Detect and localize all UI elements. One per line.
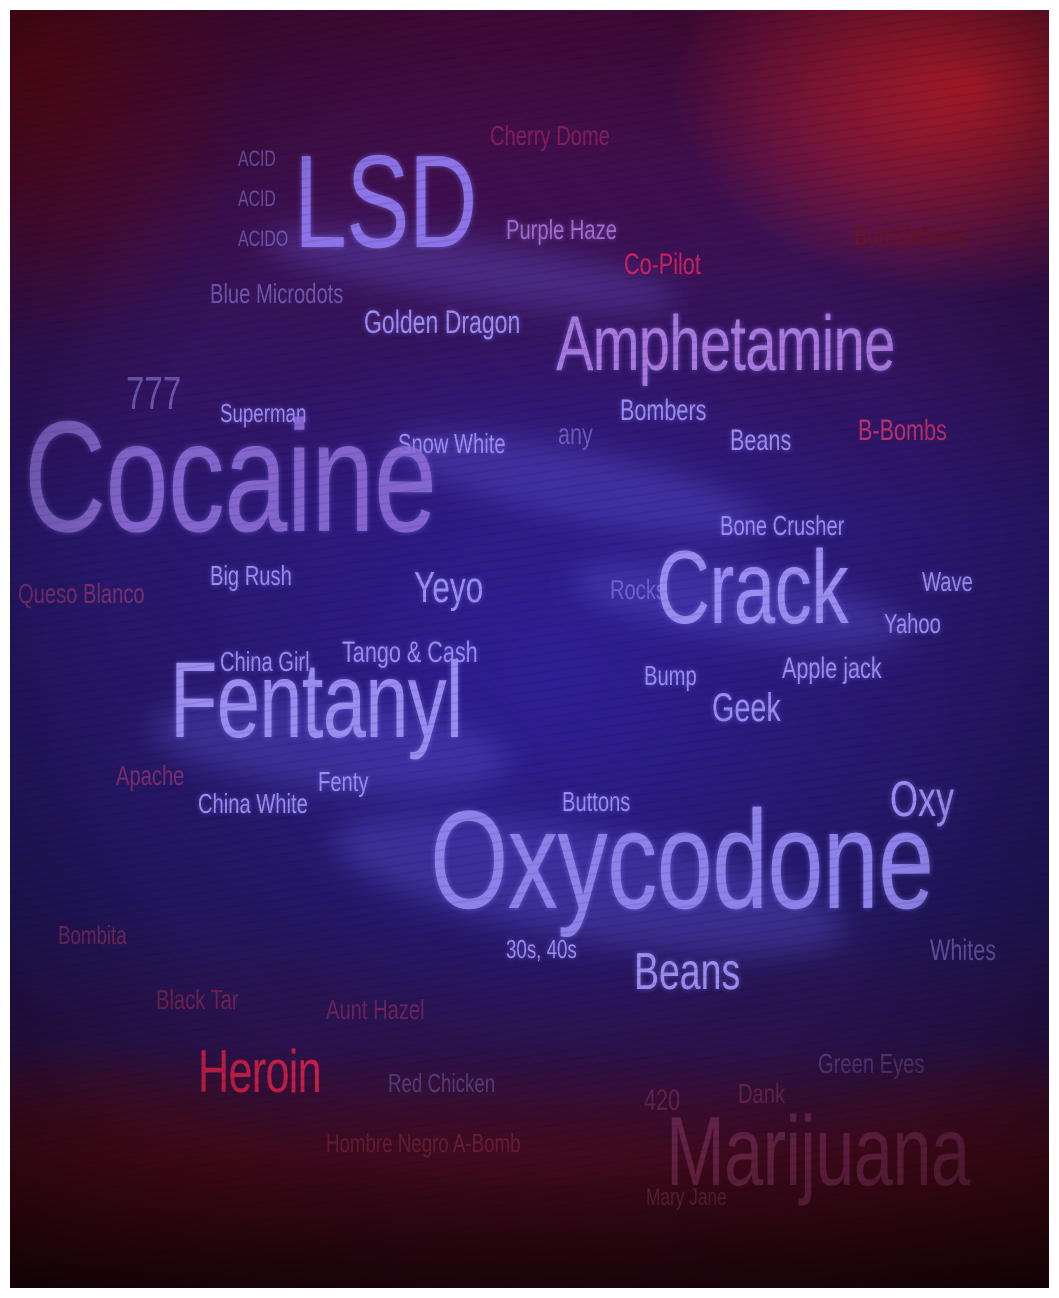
word-wave: Wave [922, 566, 973, 597]
word-superman: Superman [220, 398, 307, 428]
word-b-bombs: B-Bombs [858, 414, 947, 447]
word-777: 777 [126, 367, 182, 419]
word-big-rush: Big Rush [210, 560, 292, 591]
word-bone-crusher: Bone Crusher [720, 510, 845, 541]
word-any: any [558, 418, 593, 451]
word-hombre-negro-a-bomb: Hombre Negro A-Bomb [326, 1128, 521, 1158]
word-cherry-dome: Cherry Dome [490, 120, 610, 151]
word-bombers: Bombers [620, 394, 707, 427]
word-tango-and-cash: Tango & Cash [342, 636, 478, 669]
word-acid: ACID [238, 146, 276, 171]
word-beans: Beans [634, 943, 741, 1001]
word-bump: Bump [644, 660, 697, 691]
word-30s-40s: 30s, 40s [506, 934, 577, 964]
word-purple-haze: Purple Haze [506, 214, 617, 245]
word-apache: Apache [116, 760, 185, 791]
word-dank: Dank [738, 1078, 786, 1109]
word-yeyo: Yeyo [414, 563, 484, 612]
word-whites: Whites [930, 934, 997, 967]
word-apple-jack: Apple jack [782, 652, 882, 685]
word-bumblebees: Bumblebees [854, 220, 967, 251]
word-oxy: Oxy [890, 771, 955, 827]
word-china-girl: China Girl [220, 646, 310, 677]
word-aunt-hazel: Aunt Hazel [326, 994, 425, 1025]
word-beans: Beans [730, 424, 792, 457]
word-cocaine: Cocaine [24, 389, 437, 565]
word-green-eyes: Green Eyes [818, 1048, 925, 1079]
word-queso-blanco: Queso Blanco [18, 578, 145, 609]
poster: ACID ACID ACIDO LSD Cherry Dome Purple H… [10, 10, 1049, 1288]
word-golden-dragon: Golden Dragon [364, 304, 521, 340]
word-acido: ACIDO [238, 226, 289, 251]
word-bombita: Bombita [58, 920, 127, 950]
word-yahoo: Yahoo [884, 608, 941, 639]
word-geek: Geek [712, 686, 781, 730]
word-420: 420 [644, 1084, 681, 1117]
word-blue-microdots: Blue Microdots [210, 278, 344, 309]
word-co-pilot: Co-Pilot [624, 248, 701, 281]
word-amphetamine: Amphetamine [556, 299, 895, 387]
word-crack: Crack [656, 530, 849, 646]
word-buttons: Buttons [562, 786, 631, 817]
word-oxycodone: Oxycodone [430, 781, 934, 938]
word-lsd: LSD [294, 128, 477, 275]
word-marijuana: Marijuana [666, 1096, 970, 1206]
word-snow-white: Snow White [398, 428, 506, 459]
word-black-tar: Black Tar [156, 984, 239, 1015]
word-china-white: China White [198, 788, 308, 819]
word-rocks: Rocks [610, 574, 667, 605]
word-red-chicken: Red Chicken [388, 1068, 496, 1098]
word-acid: ACID [238, 186, 276, 211]
word-fenty: Fenty [318, 766, 369, 797]
word-mary-jane: Mary Jane [646, 1184, 727, 1211]
word-fentanyl: Fentanyl [170, 639, 463, 760]
word-heroin: Heroin [198, 1038, 322, 1105]
